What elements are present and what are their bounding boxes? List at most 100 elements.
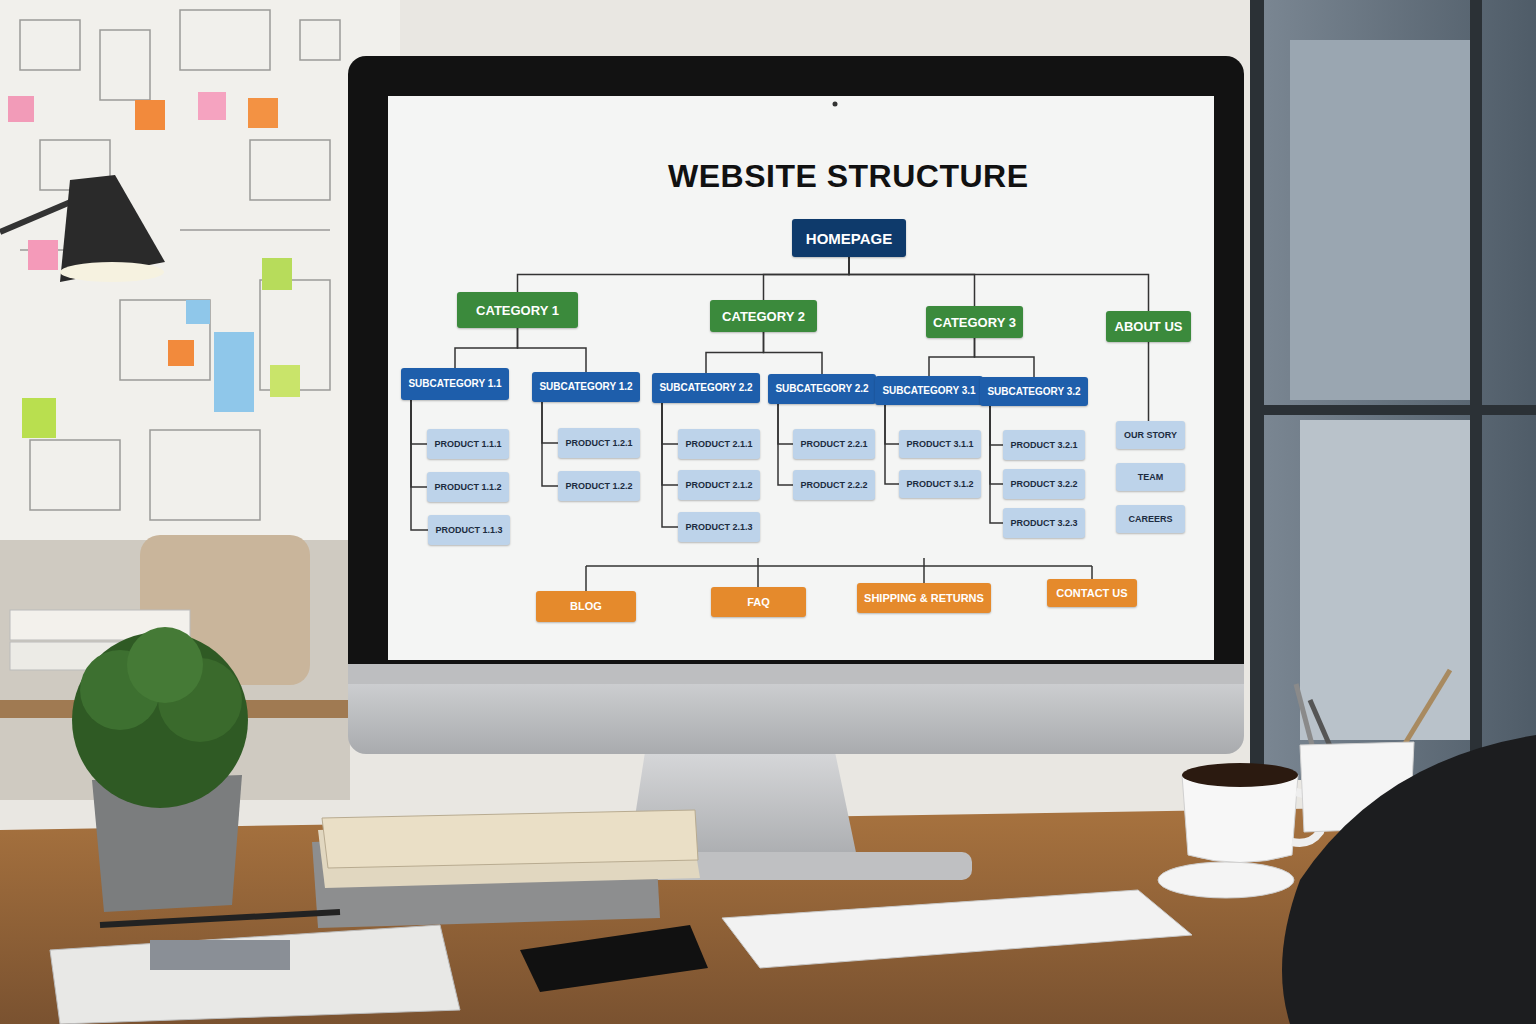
tree-connector <box>975 338 1035 377</box>
node-label: SUBCATEGORY 3.2 <box>987 387 1080 397</box>
sticky-notes-part <box>214 332 254 412</box>
node-label: ABOUT US <box>1115 320 1183 333</box>
node-label: PRODUCT 1.1.1 <box>434 440 501 449</box>
utility-page-box: CONTACT US <box>1047 579 1137 607</box>
desk-lamp-part <box>60 262 164 282</box>
product-box: PRODUCT 3.2.2 <box>1003 469 1085 499</box>
office-chair-part <box>1282 735 1536 1024</box>
tree-connector <box>662 403 678 527</box>
sticky-notes-part <box>168 340 194 366</box>
wall-sketches-part <box>120 300 210 380</box>
back-wall-part <box>0 0 400 560</box>
phone-part <box>520 925 708 992</box>
sticky-notes-part <box>262 258 292 290</box>
wall-sketches-part <box>180 10 270 70</box>
node-label: BLOG <box>570 601 602 612</box>
phone <box>520 925 708 992</box>
product-box: PRODUCT 1.1.2 <box>427 472 509 502</box>
tree-connector <box>885 405 899 484</box>
tree-connector <box>990 406 1003 445</box>
category-box: CATEGORY 2 <box>710 300 817 332</box>
office-chair <box>1282 735 1536 1024</box>
utility-page-box: SHIPPING & RETURNS <box>857 583 991 613</box>
subcategory-box: SUBCATEGORY 3.1 <box>875 376 983 405</box>
node-label: SUBCATEGORY 1.2 <box>539 382 632 392</box>
window-part <box>1250 0 1264 780</box>
mouse-part <box>1158 862 1294 898</box>
potted-plant <box>72 627 248 912</box>
footer-link-bar-part <box>757 558 759 588</box>
category-box: CATEGORY 3 <box>926 306 1023 338</box>
tree-connector <box>455 328 518 368</box>
node-label: PRODUCT 2.1.1 <box>685 440 752 449</box>
desk-lamp-part <box>60 175 165 282</box>
utility-page-box: FAQ <box>711 587 806 617</box>
keyboard <box>722 890 1192 968</box>
product-box: PRODUCT 3.1.1 <box>899 430 981 458</box>
window-part <box>1300 420 1470 740</box>
tree-connector <box>990 406 1003 523</box>
window-part <box>1250 405 1536 415</box>
tree-connector <box>411 400 427 487</box>
about-page-box: OUR STORY <box>1116 421 1185 449</box>
product-box: PRODUCT 3.2.3 <box>1003 508 1085 538</box>
subcategory-box: SUBCATEGORY 1.2 <box>532 372 640 402</box>
product-box: PRODUCT 3.2.1 <box>1003 430 1085 460</box>
sticky-notes <box>8 92 300 438</box>
window <box>1250 0 1536 780</box>
product-box: PRODUCT 1.1.3 <box>428 515 510 545</box>
node-label: CATEGORY 1 <box>476 304 559 317</box>
tree-connector <box>411 400 427 444</box>
category-box: CATEGORY 1 <box>457 292 578 328</box>
tree-connector <box>662 403 678 444</box>
magazine-part <box>150 940 290 970</box>
product-box: PRODUCT 3.1.2 <box>899 470 981 498</box>
product-box: PRODUCT 2.1.1 <box>678 429 760 459</box>
node-label: PRODUCT 3.1.1 <box>906 440 973 449</box>
product-box: PRODUCT 1.2.2 <box>558 471 640 501</box>
coffee-mug-part <box>1182 775 1298 863</box>
node-label: SHIPPING & RETURNS <box>864 593 984 604</box>
node-label: SUBCATEGORY 1.1 <box>408 379 501 389</box>
magazine-part <box>50 925 460 1024</box>
monitor-part <box>348 56 1244 696</box>
wall-sketches-part <box>150 430 260 520</box>
sticky-notes-part <box>22 398 56 438</box>
homepage-box: HOMEPAGE <box>792 219 906 257</box>
node-label: PRODUCT 1.1.3 <box>435 526 502 535</box>
sticky-notes-part <box>198 92 226 120</box>
node-label: SUBCATEGORY 2.2 <box>659 383 752 393</box>
tree-connector <box>885 405 899 444</box>
node-label: TEAM <box>1138 473 1164 482</box>
product-box: PRODUCT 2.2.2 <box>793 470 875 500</box>
wall-sketches-part <box>30 440 120 510</box>
monitor-part <box>348 664 1244 754</box>
tree-connector <box>929 338 975 376</box>
monitor-part <box>833 102 838 107</box>
wall-sketches-part <box>100 30 150 100</box>
tree-connector <box>706 332 764 373</box>
sticky-notes-part <box>186 300 210 324</box>
tree-connector <box>849 257 975 306</box>
notebooks <box>312 810 700 928</box>
product-box: PRODUCT 1.1.1 <box>427 429 509 459</box>
sticky-notes-part <box>8 96 34 122</box>
utility-page-box: BLOG <box>536 591 636 622</box>
node-label: PRODUCT 3.2.3 <box>1010 519 1077 528</box>
node-label: FAQ <box>747 597 770 608</box>
footer-link-bar-part <box>1091 566 1093 580</box>
window-part <box>1250 0 1536 780</box>
desk-lamp <box>0 175 165 282</box>
node-label: CONTACT US <box>1056 588 1127 599</box>
tree-connector <box>518 328 587 372</box>
tree-connector <box>518 257 850 292</box>
tree-connector <box>662 403 678 485</box>
about-page-box: CAREERS <box>1116 505 1185 533</box>
sticky-notes-part <box>135 100 165 130</box>
node-label: CAREERS <box>1128 515 1172 524</box>
node-label: PRODUCT 2.2.2 <box>800 481 867 490</box>
footer-link-bar-part <box>923 558 925 584</box>
